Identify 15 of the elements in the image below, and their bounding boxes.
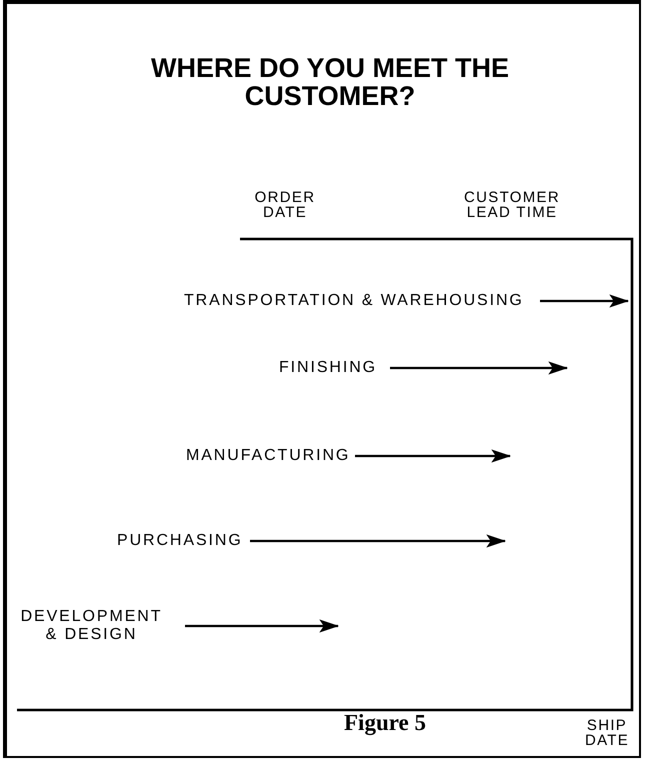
- process-label: MANUFACTURING: [186, 447, 350, 465]
- arrow: [185, 619, 340, 633]
- arrow: [355, 449, 512, 463]
- arrow: [250, 534, 506, 548]
- timeline-label: ORDER DATE: [254, 190, 316, 220]
- arrow: [390, 361, 568, 375]
- timeline-label: SHIP DATE: [584, 718, 630, 748]
- timeline-label: CUSTOMER LEAD TIME: [463, 190, 561, 220]
- process-label: DEVELOPMENT & DESIGN: [14, 608, 169, 644]
- figure-caption: Figure 5: [343, 710, 427, 736]
- process-label: TRANSPORTATION & WAREHOUSING: [184, 292, 524, 310]
- arrow: [540, 294, 630, 308]
- process-label: PURCHASING: [117, 532, 243, 550]
- process-label: FINISHING: [279, 359, 377, 377]
- title: WHERE DO YOU MEET THE CUSTOMER?: [150, 54, 510, 110]
